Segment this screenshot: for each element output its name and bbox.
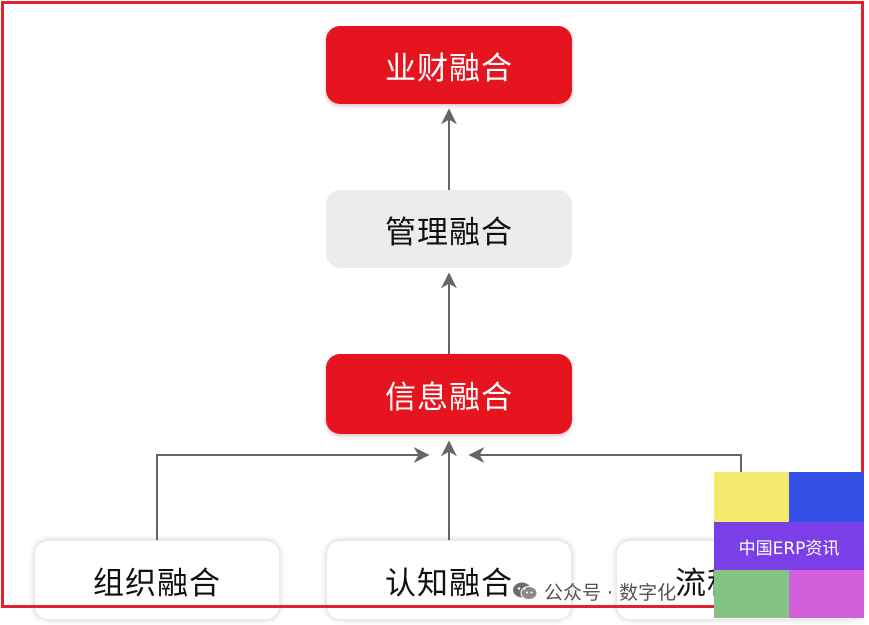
logo-badge: 中国ERP资讯 xyxy=(714,472,864,618)
watermark-text: 公众号 · 数字化 xyxy=(544,581,677,604)
node-label: 认知融合 xyxy=(385,565,513,602)
source-watermark: 公众号 · 数字化 xyxy=(512,576,676,606)
node-management-fusion: 管理融合 xyxy=(326,190,572,268)
node-information-fusion: 信息融合 xyxy=(326,354,572,434)
node-label: 组织融合 xyxy=(93,565,221,602)
wechat-icon xyxy=(512,581,538,601)
node-label: 信息融合 xyxy=(385,379,513,416)
node-label: 业财融合 xyxy=(385,50,513,87)
logo-text: 中国ERP资讯 xyxy=(714,522,864,570)
arrow-process-to-information xyxy=(468,447,742,540)
node-business-finance-fusion: 业财融合 xyxy=(326,26,572,104)
node-label: 管理融合 xyxy=(385,214,513,251)
node-organization-fusion: 组织融合 xyxy=(34,540,280,620)
arrow-organization-to-information xyxy=(156,447,430,540)
